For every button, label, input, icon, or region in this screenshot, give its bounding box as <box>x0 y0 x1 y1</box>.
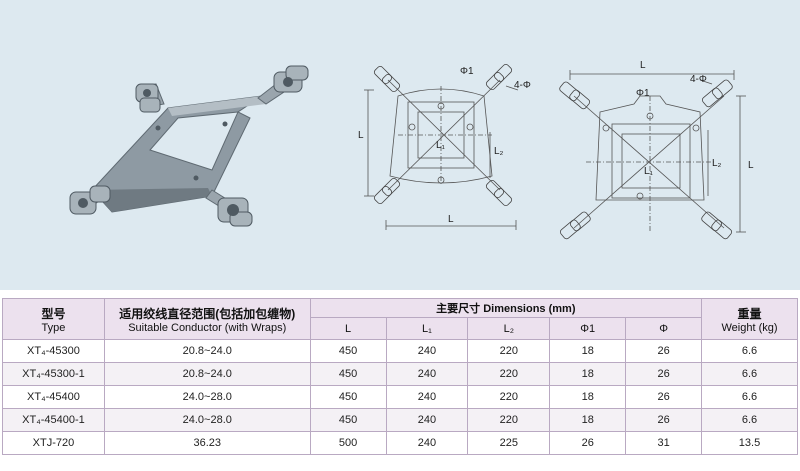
product-figure-svg: L L L₁ L₂ Φ1 4-Φ <box>69 60 754 240</box>
cell-L: 450 <box>309 362 387 386</box>
cell-L1: 240 <box>385 431 469 455</box>
header-dimensions: 主要尺寸 Dimensions (mm) <box>309 298 703 318</box>
cell-phi1: 18 <box>549 408 627 432</box>
cell-L2: 220 <box>467 385 551 409</box>
header-weight: 重量 Weight (kg) <box>701 298 798 340</box>
header-col-L2: L₂ <box>467 317 551 340</box>
cell-L2: 220 <box>467 408 551 432</box>
header-col-phi1: Φ1 <box>549 317 627 340</box>
cell-weight: 6.6 <box>701 339 798 363</box>
cell-weight: 6.6 <box>701 408 798 432</box>
cell-type: XTJ-720 <box>2 431 105 455</box>
header-conductor: 适用绞线直径范围(包括加包缠物) Suitable Conductor (wit… <box>103 298 311 340</box>
table-row: XT₄-45300-1 20.8~24.0 450 240 220 18 26 … <box>2 362 798 386</box>
drawing2-label-L-horizontal: L <box>640 60 646 71</box>
cell-phi1: 18 <box>549 339 627 363</box>
drawing1-label-L2: L₂ <box>494 146 504 157</box>
table-row: XT₄-45400-1 24.0~28.0 450 240 220 18 26 … <box>2 408 798 432</box>
drawing2-label-L2: L₂ <box>712 158 722 169</box>
drawing1-label-4phi: 4-Φ <box>514 80 531 91</box>
table-row: XT₄-45400 24.0~28.0 450 240 220 18 26 6.… <box>2 385 798 409</box>
cell-weight: 6.6 <box>701 385 798 409</box>
cell-phi: 31 <box>625 431 703 455</box>
cell-type: XT₄-45400-1 <box>2 408 105 432</box>
cell-phi1: 26 <box>549 431 627 455</box>
drawing1-label-L-vertical: L <box>358 130 364 141</box>
product-figure-area: L L L₁ L₂ Φ1 4-Φ <box>0 0 800 290</box>
cell-type: XT₄-45300-1 <box>2 362 105 386</box>
cell-phi: 26 <box>625 385 703 409</box>
header-type-en: Type <box>41 321 66 334</box>
cell-type: XT₄-45300 <box>2 339 105 363</box>
cell-L1: 240 <box>385 385 469 409</box>
cell-L1: 240 <box>385 339 469 363</box>
drawing2-label-4phi: 4-Φ <box>690 74 707 85</box>
header-type: 型号 Type <box>2 298 105 340</box>
cell-L: 450 <box>309 385 387 409</box>
cell-phi: 26 <box>625 339 703 363</box>
cell-L1: 240 <box>385 362 469 386</box>
header-weight-cn: 重量 <box>737 306 762 321</box>
header-conductor-cn: 适用绞线直径范围(包括加包缠物) <box>119 306 296 321</box>
header-col-L1: L₁ <box>385 317 469 340</box>
cell-conductor: 20.8~24.0 <box>103 339 311 363</box>
table-row: XT₄-45300 20.8~24.0 450 240 220 18 26 6.… <box>2 339 798 363</box>
table-row: XTJ-720 36.23 500 240 225 26 31 13.5 <box>2 431 798 455</box>
cell-phi: 26 <box>625 362 703 386</box>
technical-drawing-2 <box>559 70 746 240</box>
cell-L1: 240 <box>385 408 469 432</box>
header-weight-en: Weight (kg) <box>721 321 778 334</box>
header-conductor-en: Suitable Conductor (with Wraps) <box>128 321 287 334</box>
cell-L: 450 <box>309 339 387 363</box>
cell-phi1: 18 <box>549 362 627 386</box>
drawing1-label-L1: L₁ <box>436 140 446 151</box>
cell-conductor: 20.8~24.0 <box>103 362 311 386</box>
cell-weight: 13.5 <box>701 431 798 455</box>
section-divider <box>0 292 800 294</box>
cell-L2: 220 <box>467 339 551 363</box>
header-type-cn: 型号 <box>41 306 66 321</box>
drawing1-label-phi1: Φ1 <box>460 66 474 77</box>
cell-L: 500 <box>309 431 387 455</box>
cell-L2: 220 <box>467 362 551 386</box>
cell-L: 450 <box>309 408 387 432</box>
cell-type: XT₄-45400 <box>2 385 105 409</box>
spec-table: 型号 Type 适用绞线直径范围(包括加包缠物) Suitable Conduc… <box>2 298 798 455</box>
cell-L2: 225 <box>467 431 551 455</box>
cell-conductor: 36.23 <box>103 431 311 455</box>
header-col-L: L <box>309 317 387 340</box>
drawing2-label-L1: L₁ <box>644 166 654 177</box>
technical-drawing-1 <box>364 63 519 230</box>
drawing1-label-L-horizontal: L <box>448 214 454 225</box>
cell-conductor: 24.0~28.0 <box>103 385 311 409</box>
cell-weight: 6.6 <box>701 362 798 386</box>
cell-phi: 26 <box>625 408 703 432</box>
header-col-phi: Φ <box>625 317 703 340</box>
cell-phi1: 18 <box>549 385 627 409</box>
spacer-photo <box>69 65 309 227</box>
drawing2-label-phi1: Φ1 <box>636 88 650 99</box>
cell-conductor: 24.0~28.0 <box>103 408 311 432</box>
drawing2-label-L-vertical: L <box>748 160 754 171</box>
